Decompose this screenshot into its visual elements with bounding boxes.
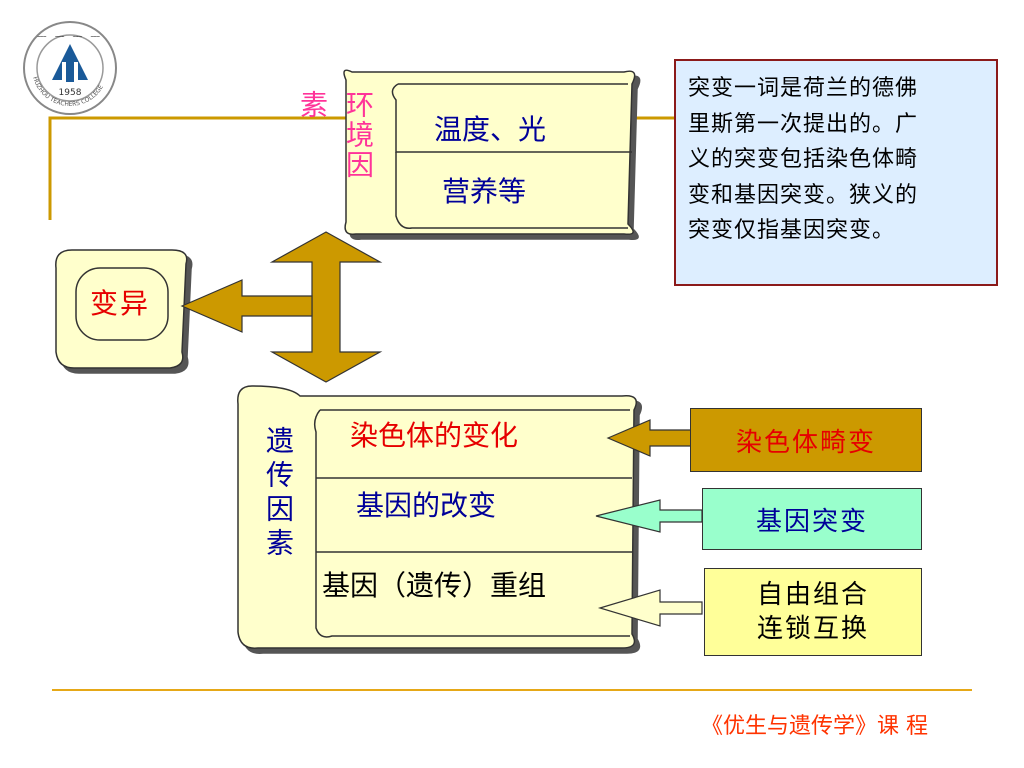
environment-label-extra: 素 <box>296 90 329 120</box>
double-arrow-icon <box>269 231 383 383</box>
tag-gene-mutation: 基因突变 <box>702 488 922 550</box>
arrow-to-variation-icon <box>180 279 313 333</box>
connector-line-left <box>48 116 346 220</box>
svg-text:﹏ ﹏ ﹏ ﹏: ﹏ ﹏ ﹏ ﹏ <box>37 29 103 39</box>
genetic-item-chromosome-change: 染色体的变化 <box>350 419 519 452</box>
tag-recombination-line-1: 自由组合 <box>756 580 869 610</box>
variation-label: 变异 <box>90 287 151 320</box>
tag-recombination-line-2: 连锁互换 <box>756 614 869 644</box>
tag-recombination: 自由组合 连锁互换 <box>704 568 922 656</box>
arrow-recombination-icon <box>597 589 703 627</box>
genetic-item-gene-change: 基因的改变 <box>356 489 497 522</box>
environment-label: 环境因 <box>342 90 375 180</box>
genetic-label: 遗传因素 <box>262 426 295 562</box>
logo-year: 1958 <box>59 88 82 98</box>
environment-item-nutrition: 营养等 <box>442 175 527 208</box>
genetic-box <box>237 385 637 649</box>
genetic-item-recombination: 基因（遗传）重组 <box>322 569 547 602</box>
college-logo-icon: 1958 HUZHOU TEACHERS COLLEGE ﹏ ﹏ ﹏ ﹏ <box>23 21 117 115</box>
environment-item-temperature: 温度、光 <box>434 113 547 146</box>
mutation-note: 突变一词是荷兰的德佛 里斯第一次提出的。广 义的突变包括染色体畸 变和基因突变。… <box>674 59 998 286</box>
tag-chromosome-aberration: 染色体畸变 <box>690 408 922 472</box>
course-footer: 《优生与遗传学》课 程 <box>701 714 928 739</box>
